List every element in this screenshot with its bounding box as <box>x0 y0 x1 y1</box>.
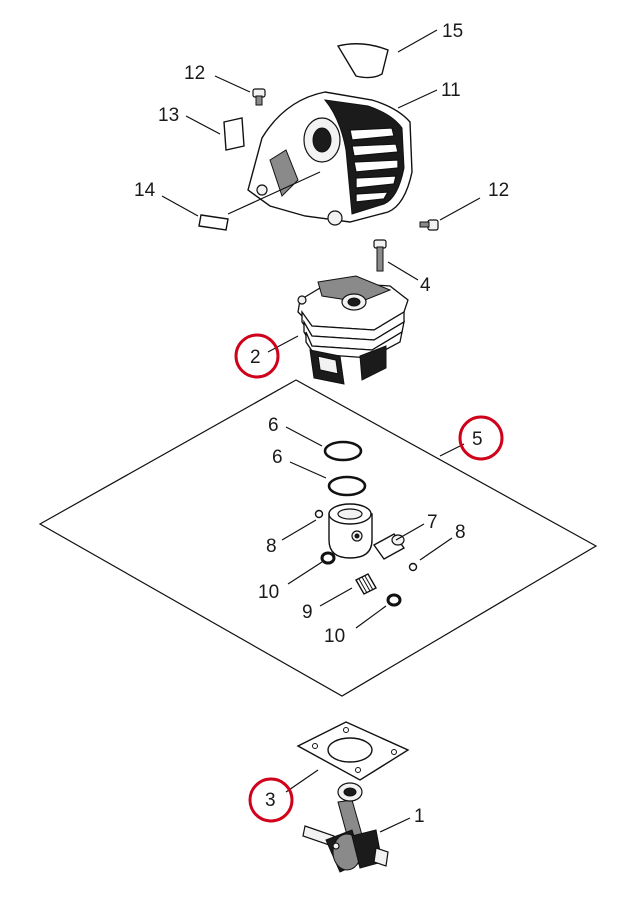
part-5-kit-outline <box>38 379 598 697</box>
leader-10b <box>355 605 387 629</box>
leader-8b <box>419 537 453 561</box>
callout-6b[interactable]: 6 <box>272 447 283 468</box>
leader-1 <box>379 817 411 833</box>
callout-8b[interactable]: 8 <box>455 522 466 543</box>
callout-15[interactable]: 15 <box>442 21 463 42</box>
callout-1[interactable]: 1 <box>414 806 425 827</box>
leader-9 <box>319 587 353 607</box>
leader-3 <box>285 769 319 793</box>
leader-15 <box>397 29 438 53</box>
highlight-circle-5 <box>458 415 504 461</box>
part-8-circlip-right <box>408 562 418 572</box>
callout-3[interactable]: 3 <box>265 790 276 811</box>
leader-7 <box>395 523 425 541</box>
callout-7[interactable]: 7 <box>427 512 438 533</box>
leader-6a <box>285 426 323 447</box>
callout-9[interactable]: 9 <box>302 602 313 623</box>
callout-6a[interactable]: 6 <box>268 415 279 436</box>
callout-4[interactable]: 4 <box>420 275 431 296</box>
part-6-piston-ring-upper <box>323 440 363 462</box>
part-6-piston-ring-lower <box>327 475 367 497</box>
leader-14b <box>227 171 321 215</box>
leader-11 <box>397 89 438 109</box>
leader-4 <box>387 261 419 281</box>
part-2-cylinder <box>297 275 409 385</box>
leader-12b <box>439 197 481 221</box>
leader-8a <box>281 519 317 541</box>
callout-13[interactable]: 13 <box>158 105 179 126</box>
part-9-needle-bearing <box>355 573 377 595</box>
callout-12a[interactable]: 12 <box>184 63 205 84</box>
part-8-circlip-left <box>314 509 324 519</box>
leader-2 <box>267 335 299 353</box>
callout-14[interactable]: 14 <box>134 180 156 201</box>
callout-5[interactable]: 5 <box>472 429 483 450</box>
part-3-gasket <box>296 721 410 781</box>
piston <box>328 503 373 559</box>
callout-8a[interactable]: 8 <box>266 536 277 557</box>
part-10-washer-upper <box>320 551 336 565</box>
callout-2[interactable]: 2 <box>250 347 261 368</box>
part-10-washer-lower <box>386 593 402 607</box>
part-13-label <box>223 117 245 151</box>
leader-10a <box>287 561 323 585</box>
highlight-circle-3 <box>248 777 294 823</box>
part-4-bolt <box>373 239 387 272</box>
callout-11[interactable]: 11 <box>441 80 461 101</box>
leader-12a <box>214 75 251 93</box>
part-11-cylinder-cover <box>247 91 413 226</box>
part-1-crankshaft <box>302 782 389 873</box>
part-14-label <box>198 214 229 231</box>
callout-10a[interactable]: 10 <box>258 582 279 603</box>
part-12-screw-top <box>252 88 266 106</box>
leader-13 <box>185 115 221 135</box>
leader-6b <box>289 461 327 479</box>
callout-10b[interactable]: 10 <box>324 626 345 647</box>
leader-14 <box>161 195 199 217</box>
callout-12b[interactable]: 12 <box>488 180 509 201</box>
highlight-circle-2 <box>234 333 280 379</box>
part-15-filter <box>336 43 389 79</box>
part-12-screw-right <box>419 219 439 231</box>
